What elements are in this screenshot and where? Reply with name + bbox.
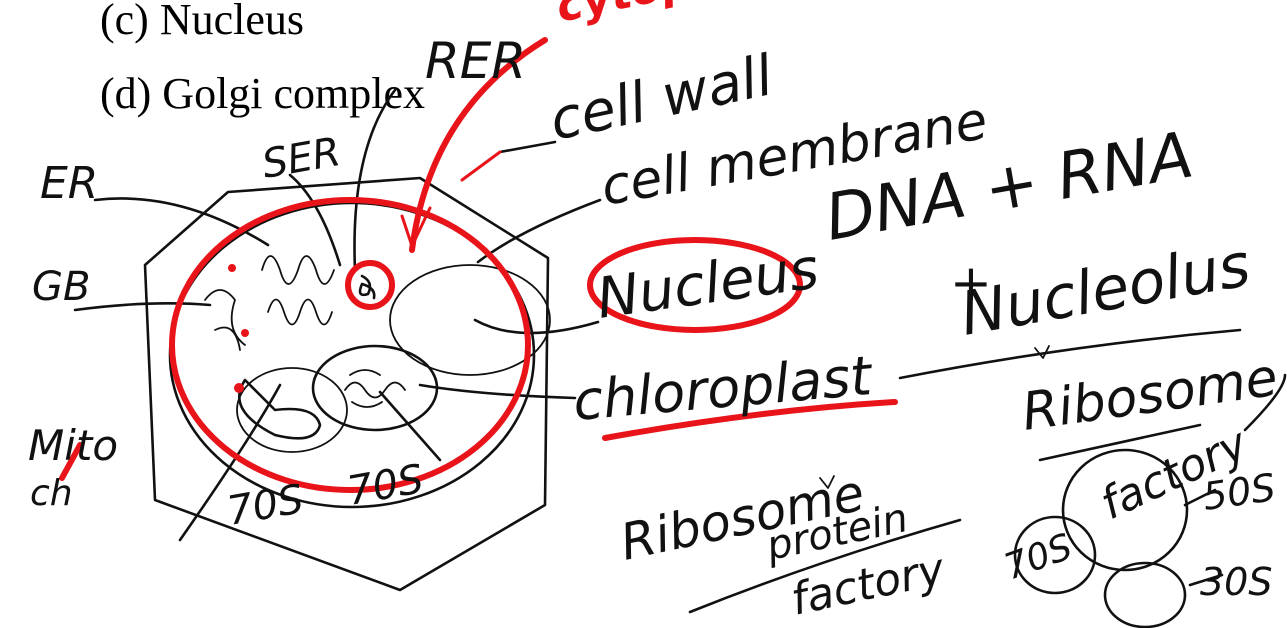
mitochondria <box>239 380 320 438</box>
pointer-er <box>95 198 268 245</box>
label-70s-bottom: 70S <box>999 526 1078 588</box>
red-cytoplasm-circle <box>172 200 528 490</box>
ribosome-arrow <box>1035 346 1049 358</box>
label-rer: RER <box>425 32 526 90</box>
nucleus-interior <box>360 276 374 298</box>
chloroplast-outline <box>313 346 437 430</box>
red-dot-1 <box>234 383 244 393</box>
label-er: ER <box>40 158 98 209</box>
cell-wall-outline <box>145 178 548 590</box>
label-ch: ch <box>30 473 73 514</box>
label-70s-left: 70S <box>224 476 307 535</box>
pointer-ser <box>290 175 340 265</box>
chloroplast-thylakoids <box>345 370 405 407</box>
pointer-chloroplast <box>420 385 575 398</box>
label-mito: Mito <box>28 421 118 470</box>
label-ribosome-top: Ribosome <box>1018 348 1281 443</box>
label-gb: GB <box>32 264 90 310</box>
label-ser: SER <box>259 129 344 188</box>
label-cytoplasm: cytoplas <box>552 0 767 33</box>
pointer-nucleus <box>475 320 598 333</box>
label-70s-right: 70S <box>344 456 427 515</box>
er-folds <box>262 256 334 325</box>
label-50s: 50S <box>1200 465 1278 519</box>
red-wall-tick <box>462 152 500 180</box>
label-30s: 30S <box>1200 560 1272 604</box>
golgi-body <box>205 290 245 350</box>
ribosome-30s-circle <box>1105 563 1185 627</box>
pointer-70s-right <box>380 392 440 460</box>
red-dot-2 <box>241 329 249 337</box>
red-dot-3 <box>228 264 236 272</box>
pointer-gb <box>75 303 210 310</box>
label-chloroplast: chloroplast <box>571 344 876 433</box>
pointer-cell-wall <box>500 142 555 152</box>
